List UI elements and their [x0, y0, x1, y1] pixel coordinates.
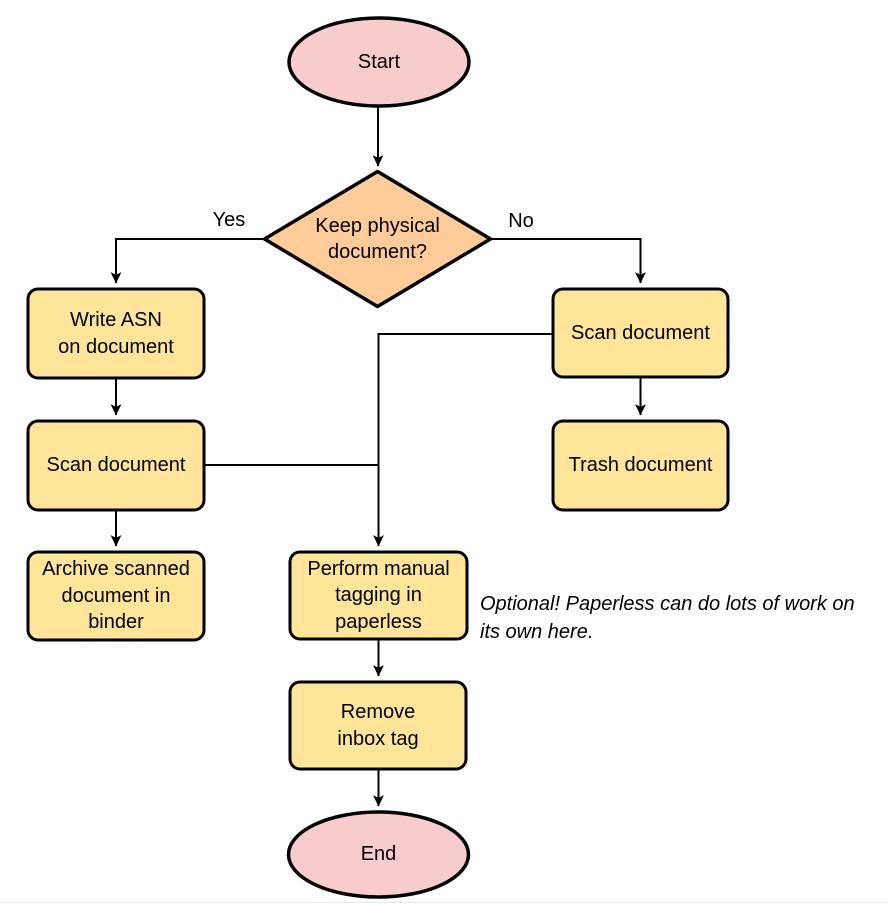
edge-decision-no-to-scan-right: [490, 238, 646, 284]
edge-scan-right-to-tagging: [373, 333, 553, 547]
tagging-process-shape: [288, 550, 469, 641]
scan-left-process-shape: [26, 419, 206, 512]
edge-decision-yes-to-write-asn: [110, 238, 265, 284]
trash-process-shape: [551, 419, 730, 512]
end-terminal-shape: [286, 810, 471, 899]
page-bottom-rule: [0, 902, 888, 903]
scan-right-process-shape: [551, 287, 730, 379]
start-terminal-shape: [287, 16, 471, 108]
decision-diamond-shape: [262, 169, 493, 309]
write-asn-process-shape: [26, 287, 206, 380]
remove-inbox-process-shape: [288, 680, 468, 771]
archive-process-shape: [26, 550, 206, 642]
optional-annotation-text: Optional! Paperless can do lots of work …: [480, 593, 855, 643]
